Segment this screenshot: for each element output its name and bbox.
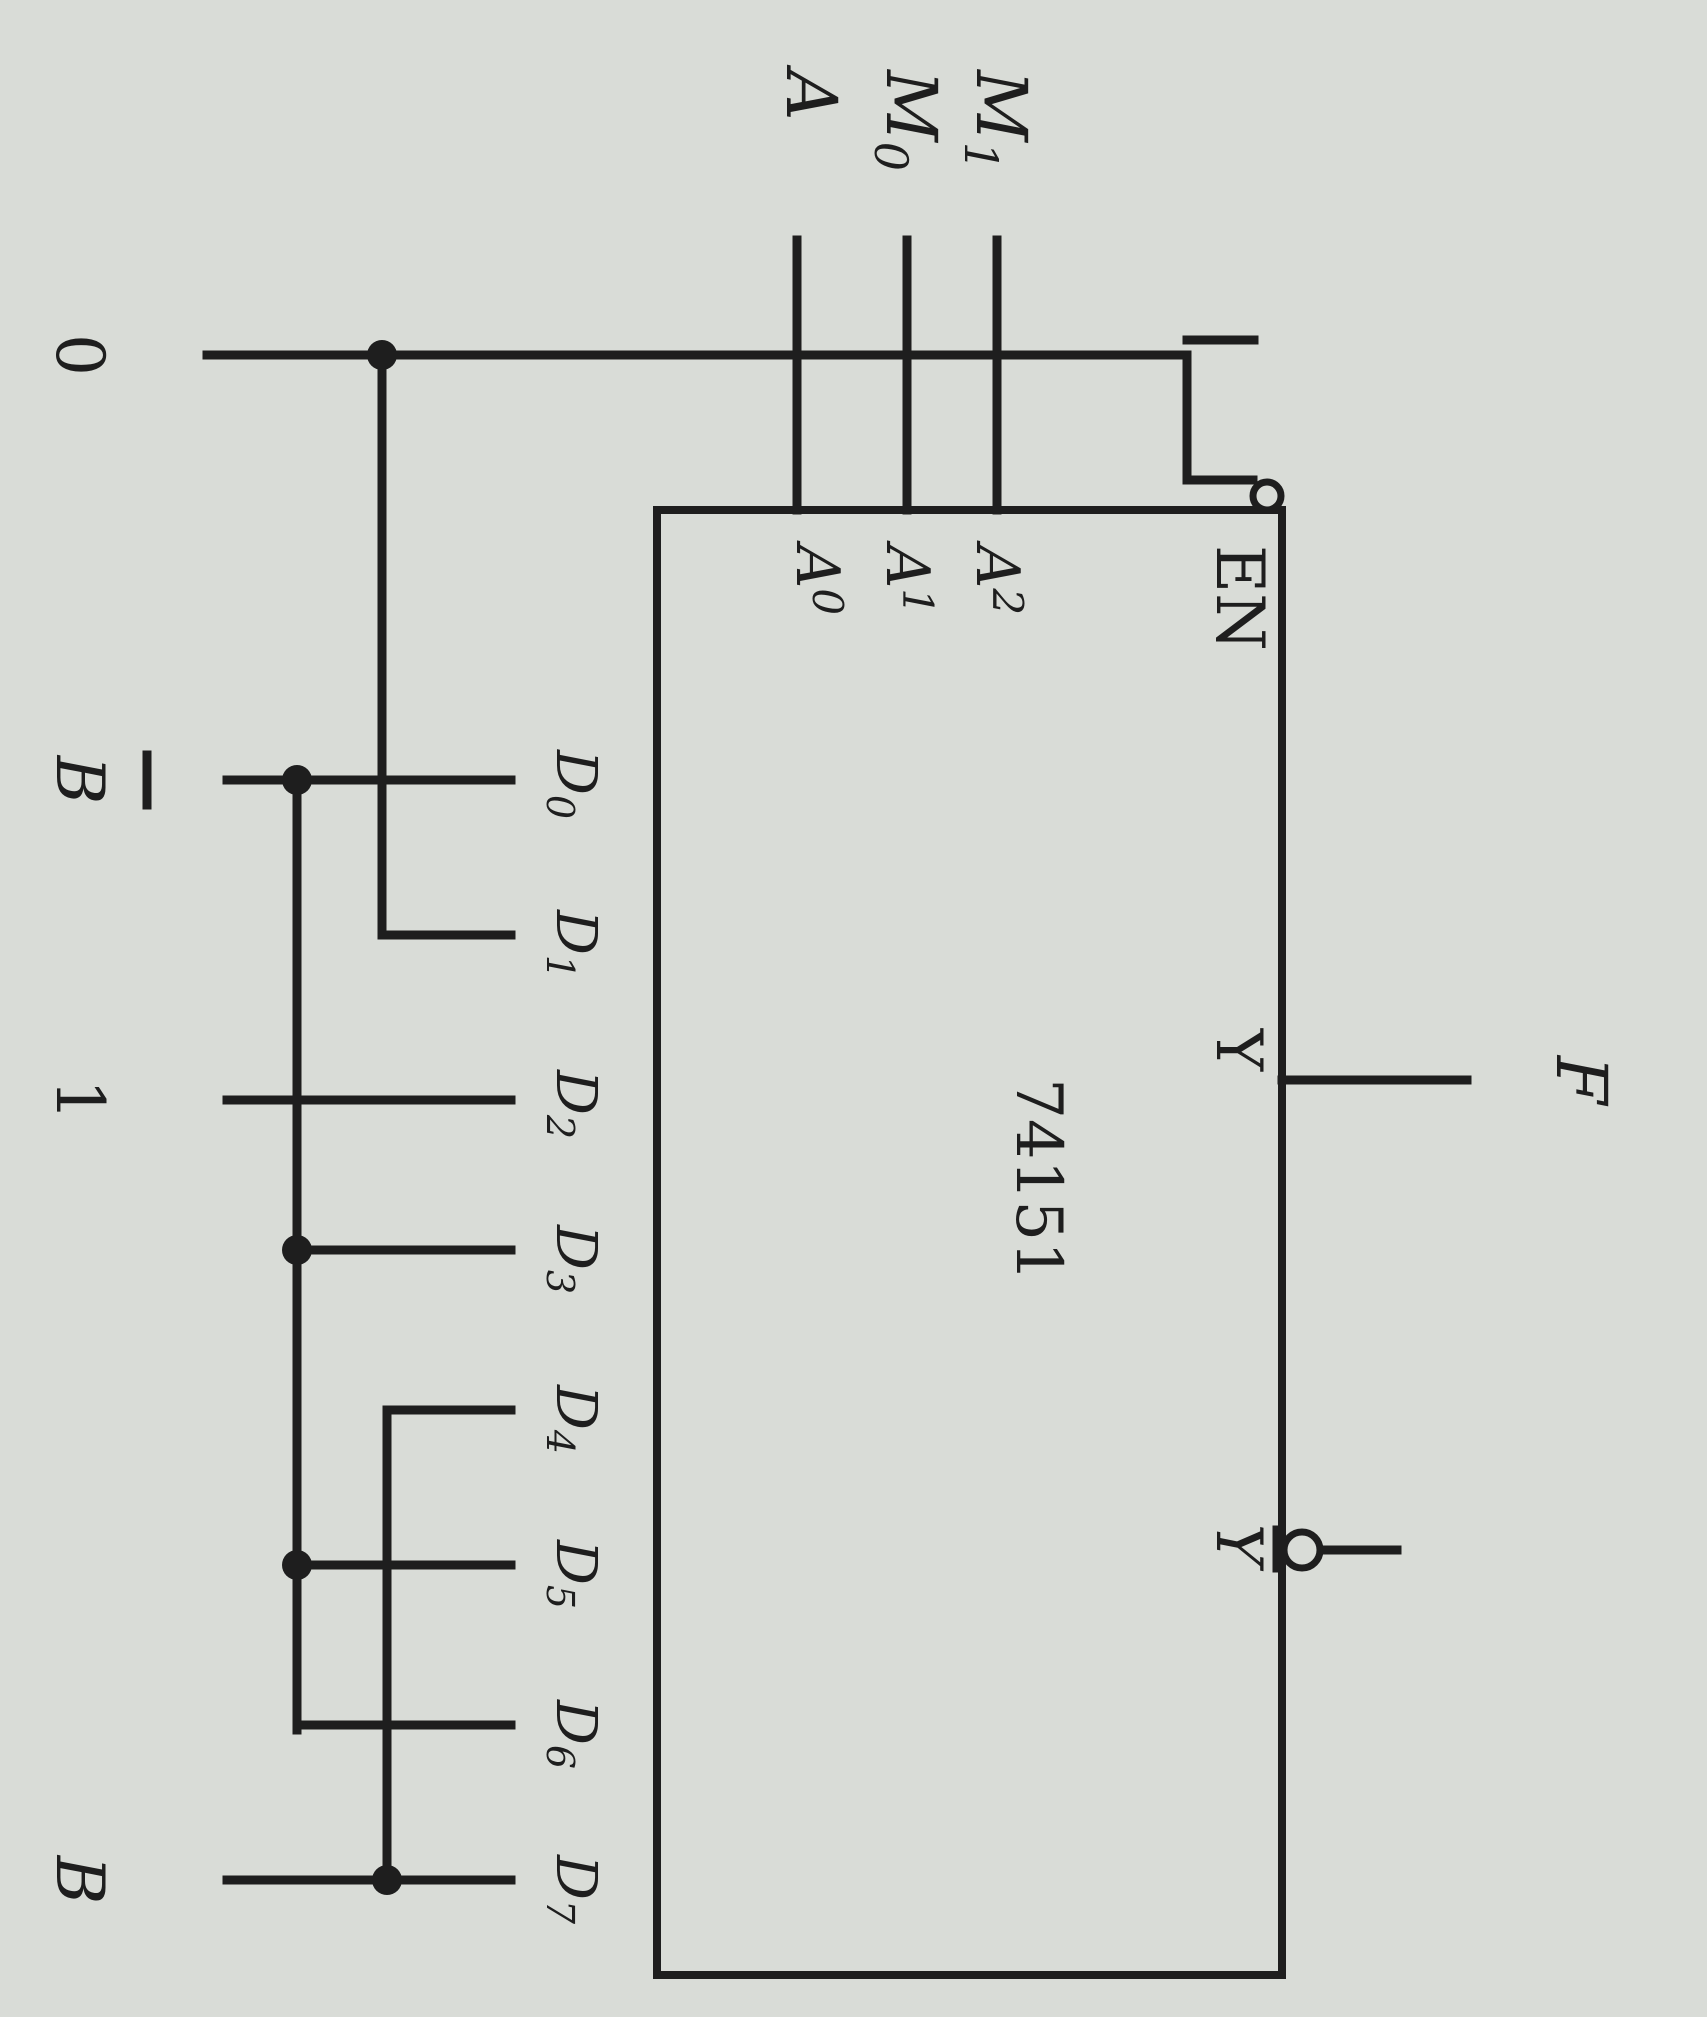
pin-d1-label: D1 xyxy=(538,909,608,979)
junction-b-d7 xyxy=(372,1865,402,1895)
junction-bbar-d5 xyxy=(282,1550,312,1580)
pin-d2-label: D2 xyxy=(538,1069,608,1139)
zero-bus-to-en xyxy=(202,350,1192,485)
input-a-label: A xyxy=(770,64,852,121)
b-bus-vertical xyxy=(382,1405,516,1885)
signal-one-label: 1 xyxy=(41,1079,118,1121)
pin-d5-label: D5 xyxy=(538,1539,608,1609)
data-pin-labels: D0 D1 D2 D3 D4 D5 D6 D7 xyxy=(538,749,608,1925)
input-m1-label: M1 xyxy=(954,68,1042,171)
pin-a1-label: A1 xyxy=(872,540,942,615)
signal-bbar-label: B xyxy=(41,755,118,805)
signal-b-label: B xyxy=(41,1855,118,1905)
chip-body xyxy=(653,506,1286,1979)
pin-y-label: Y xyxy=(1201,1028,1275,1072)
en-inversion-bubble xyxy=(1249,478,1285,514)
pin-a2-label: A2 xyxy=(962,540,1032,615)
pin-en-label: EN xyxy=(1201,545,1278,651)
zero-to-d1 xyxy=(377,350,516,940)
input-m0-label: M0 xyxy=(864,68,952,171)
part-number: 74151 xyxy=(1001,1078,1075,1282)
junction-bbar-d3 xyxy=(282,1235,312,1265)
pin-d0-label: D0 xyxy=(538,749,608,819)
pin-d3-label: D3 xyxy=(538,1224,608,1294)
pin-ybar-label: Y xyxy=(1201,1524,1275,1572)
ybar-inversion-bubble xyxy=(1280,1528,1324,1572)
junction-bbar-d0 xyxy=(282,765,312,795)
pin-d6-label: D6 xyxy=(538,1699,608,1769)
junction-zero xyxy=(367,340,397,370)
pin-d7-label: D7 xyxy=(538,1854,608,1925)
signal-zero-label: 0 xyxy=(41,334,118,376)
output-f-label: F xyxy=(1540,1054,1622,1107)
pin-d4-label: D4 xyxy=(538,1384,608,1454)
pin-a0-label: A0 xyxy=(782,540,852,615)
